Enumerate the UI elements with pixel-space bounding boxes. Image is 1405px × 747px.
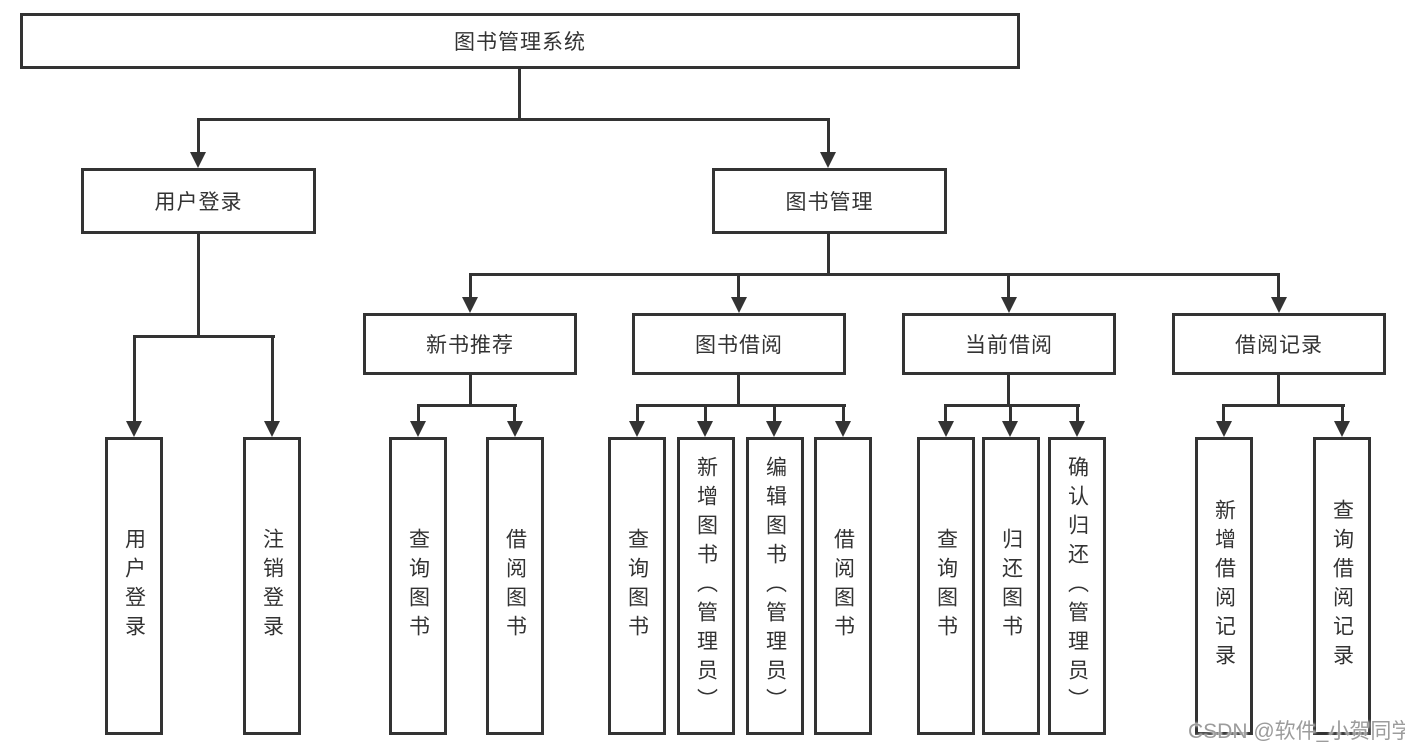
leaf-query-borrow-record: 查询借阅记录 [1313,437,1371,735]
arrowhead-down-icon [1216,421,1232,437]
connector-line [518,69,521,118]
connector-line [773,404,776,424]
node-label: 编辑图书（管理员） [763,455,787,717]
node-label: 查询图书 [934,528,958,644]
connector-line [1341,404,1344,424]
leaf-query-book-new: 查询图书 [389,437,447,735]
connector-line [704,404,707,424]
leaf-user-login: 用户登录 [105,437,163,735]
arrowhead-down-icon [1002,421,1018,437]
connector-line [944,404,947,424]
connector-line [1222,404,1225,424]
connector-line [1007,375,1010,407]
arrowhead-down-icon [835,421,851,437]
connector-line [469,273,1280,276]
connector-line [133,335,275,338]
arrowhead-down-icon [190,152,206,168]
leaf-confirm-return-admin: 确认归还（管理员） [1048,437,1106,735]
leaf-return-book: 归还图书 [982,437,1040,735]
connector-line [1277,273,1280,299]
node-label: 查询图书 [406,528,430,644]
node-label: 借阅图书 [831,528,855,644]
connector-line [1009,404,1012,424]
connector-line [197,118,200,154]
leaf-add-book-admin: 新增图书（管理员） [677,437,735,735]
node-root: 图书管理系统 [20,13,1020,69]
connector-line [271,335,274,423]
arrowhead-down-icon [731,297,747,313]
node-book-borrow: 图书借阅 [632,313,846,375]
node-label: 查询图书 [625,528,649,644]
node-label: 新增借阅记录 [1212,499,1236,673]
connector-line [133,335,136,423]
connector-line [1007,273,1010,299]
arrowhead-down-icon [507,421,523,437]
connector-line [469,375,472,407]
watermark: CSDN @软件_小贺同学 [1188,720,1405,743]
arrowhead-down-icon [820,152,836,168]
leaf-edit-book-admin: 编辑图书（管理员） [746,437,804,735]
connector-line [513,404,516,424]
leaf-add-borrow-record: 新增借阅记录 [1195,437,1253,735]
leaf-query-book-current: 查询图书 [917,437,975,735]
node-label: 确认归还（管理员） [1065,455,1089,717]
connector-line [944,404,1080,407]
node-label: 归还图书 [999,528,1023,644]
node-label: 用户登录 [122,528,146,644]
arrowhead-down-icon [462,297,478,313]
node-label: 借阅图书 [503,528,527,644]
leaf-borrow-book: 借阅图书 [814,437,872,735]
connector-line [1076,404,1079,424]
arrowhead-down-icon [126,421,142,437]
connector-line [197,234,200,338]
arrowhead-down-icon [629,421,645,437]
arrowhead-down-icon [766,421,782,437]
node-label: 新增图书（管理员） [694,455,718,717]
leaf-logout: 注销登录 [243,437,301,735]
node-current-borrow: 当前借阅 [902,313,1116,375]
connector-line [417,404,420,424]
arrowhead-down-icon [1001,297,1017,313]
node-borrow-records: 借阅记录 [1172,313,1386,375]
leaf-query-book-borrow: 查询图书 [608,437,666,735]
arrowhead-down-icon [697,421,713,437]
connector-line [636,404,846,407]
arrowhead-down-icon [1069,421,1085,437]
connector-line [827,118,830,154]
connector-line [636,404,639,424]
arrowhead-down-icon [938,421,954,437]
arrowhead-down-icon [1271,297,1287,313]
arrowhead-down-icon [410,421,426,437]
connector-line [469,273,472,299]
leaf-borrow-book-new: 借阅图书 [486,437,544,735]
connector-line [1277,375,1280,407]
connector-line [737,273,740,299]
connector-line [1222,404,1345,407]
arrowhead-down-icon [264,421,280,437]
connector-line [842,404,845,424]
connector-line [737,375,740,407]
node-book-management: 图书管理 [712,168,947,234]
arrowhead-down-icon [1334,421,1350,437]
node-user-login: 用户登录 [81,168,316,234]
node-new-book-recommend: 新书推荐 [363,313,577,375]
node-label: 注销登录 [260,528,284,644]
connector-line [197,118,830,121]
connector-line [827,234,830,275]
connector-line [417,404,517,407]
node-label: 查询借阅记录 [1330,499,1354,673]
